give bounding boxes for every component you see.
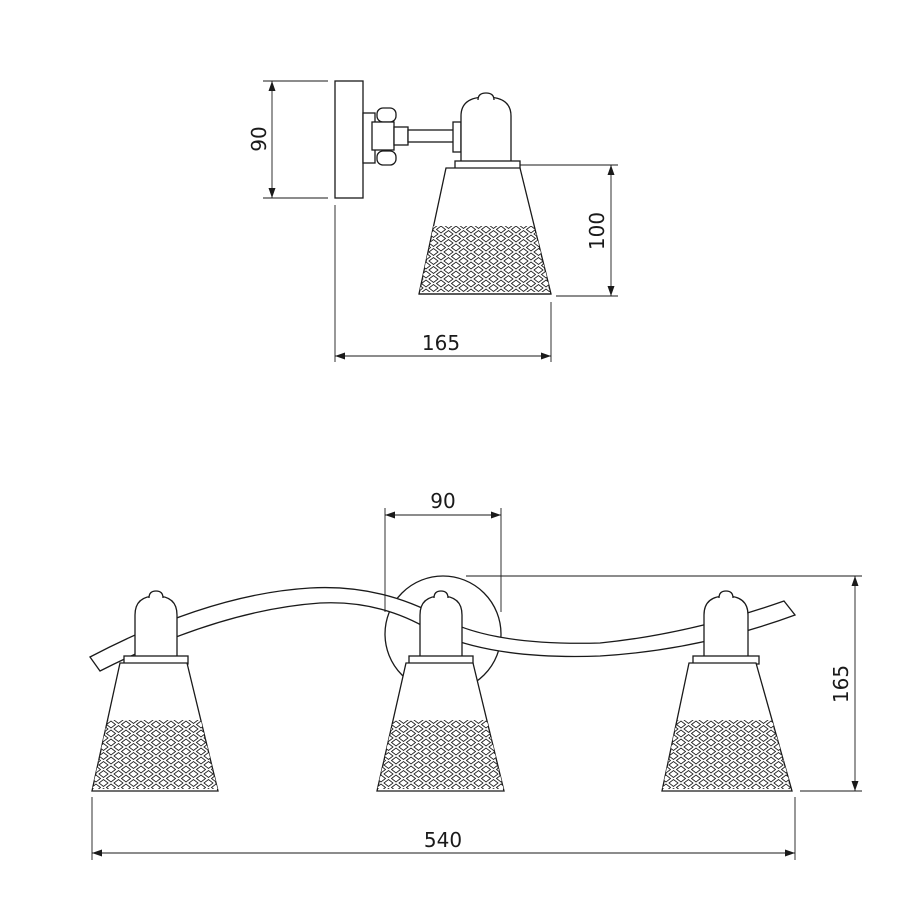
dim-label-base-width: 90: [430, 489, 455, 513]
shade-mesh: [419, 226, 551, 292]
dim-label-total-height: 165: [829, 665, 853, 703]
side-view: 90 100 165: [247, 80, 618, 362]
dim-label-total-width: 540: [424, 828, 462, 852]
shade-mesh: [662, 720, 792, 789]
shade-mesh: [377, 720, 504, 789]
wall-plate: [334, 80, 364, 199]
lamp-center: [376, 590, 505, 792]
lamp-left: [91, 590, 219, 792]
front-view: 90 165 540: [89, 489, 862, 860]
lamp-holder: [460, 96, 512, 169]
dim-label-depth: 165: [422, 331, 460, 355]
lamp-right: [661, 590, 793, 792]
shade-mesh: [92, 720, 218, 789]
dim-label-height: 90: [247, 126, 271, 151]
dim-label-shade-height: 100: [585, 212, 609, 250]
swivel-mount: [362, 107, 462, 166]
